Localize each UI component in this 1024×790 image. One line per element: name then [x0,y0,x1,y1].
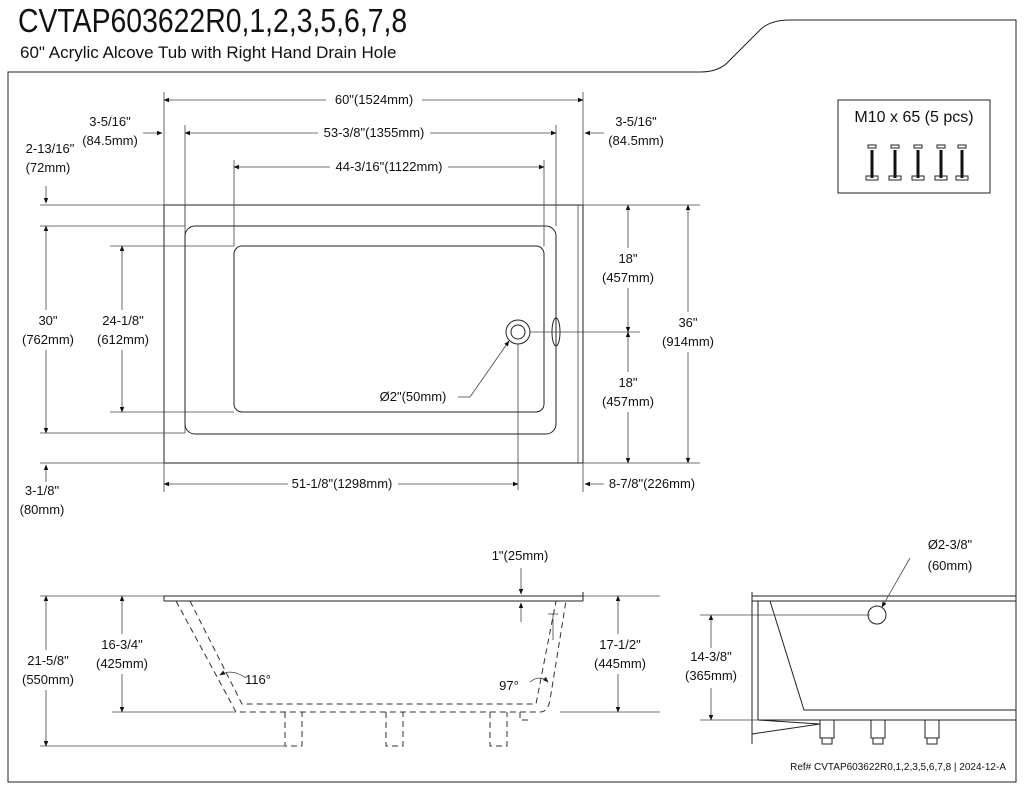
dim-basin-width-in: 24-1/8" [102,313,144,328]
hardware-label: M10 x 65 (5 pcs) [854,109,973,126]
dim-water-depth-in: 17-1/2" [599,637,641,652]
dim-top-flange-in: 2-13/16" [26,141,75,156]
top-view: 60"(1524mm) 53-3/8"(1355mm) 44-3/16"(112… [18,91,720,517]
product-subtitle: 60" Acrylic Alcove Tub with Right Hand D… [20,43,397,62]
dim-basin-depth-in: 16-3/4" [101,637,143,652]
side-view: 14-3/8" (365mm) Ø2-3/8" (60mm) [680,537,1016,745]
dim-rim-thickness: 1"(25mm) [492,548,549,563]
dim-right-offset-mm: (84.5mm) [608,133,664,148]
dim-drain-upper-in: 18" [618,251,637,266]
dim-drain-upper-mm: (457mm) [602,270,654,285]
dim-basin-length: 44-3/16"(1122mm) [336,159,443,174]
model-title: CVTAP603622R0,1,2,3,5,6,7,8 [18,2,408,39]
dim-left-offset-in: 3-5/16" [89,114,131,129]
dim-right-offset-in: 3-5/16" [615,114,657,129]
bolt-icon [911,144,925,181]
bolt-icon [865,144,879,181]
bolt-icon [934,144,948,181]
dim-total-height-mm: (550mm) [22,672,74,687]
dim-top-flange-mm: (72mm) [26,160,71,175]
bolt-icon [888,144,902,181]
dim-overflow-diameter-in: Ø2-3/8" [928,537,973,552]
dim-total-height-in: 21-5/8" [27,653,69,668]
hardware-box: M10 x 65 (5 pcs) [837,99,991,194]
dim-overflow-diameter-mm: (60mm) [928,558,973,573]
dim-overall-width-in: 36" [678,315,697,330]
dim-overflow-height-mm: (365mm) [685,668,737,683]
dim-overall-length: 60"(1524mm) [335,92,413,107]
dim-basin-width-mm: (612mm) [97,332,149,347]
dim-bottom-flange-mm: (80mm) [20,502,65,517]
sheet-border [7,19,1017,783]
dim-left-angle: 116° [245,672,271,687]
dim-inner-rim-length: 53-3/8"(1355mm) [324,125,425,140]
dim-drain-lower-mm: (457mm) [602,394,654,409]
dim-drain-from-left: 51-1/8"(1298mm) [292,476,393,491]
dim-right-angle: 97° [499,678,519,693]
side-feet [819,719,940,745]
dim-overall-width-mm: (914mm) [662,334,714,349]
dim-water-depth-mm: (445mm) [594,656,646,671]
dim-inner-width-in: 30" [38,313,57,328]
dim-left-offset-mm: (84.5mm) [82,133,138,148]
dim-drain-from-right: 8-7/8"(226mm) [609,476,695,491]
bolt-icon [955,144,969,181]
dim-drain-diameter: Ø2"(50mm) [380,389,447,404]
reference-footer: Ref# CVTAP603622R0,1,2,3,5,6,7,8 | 2024-… [790,762,1006,773]
dim-basin-depth-mm: (425mm) [96,656,148,671]
dim-overflow-height-in: 14-3/8" [690,649,732,664]
front-view: 21-5/8" (550mm) 16-3/4" (425mm) 17-1/2" … [18,548,660,747]
dim-drain-lower-in: 18" [618,375,637,390]
dim-bottom-flange-in: 3-1/8" [25,483,60,498]
bolt-icons [865,144,969,181]
dim-inner-width-mm: (762mm) [22,332,74,347]
